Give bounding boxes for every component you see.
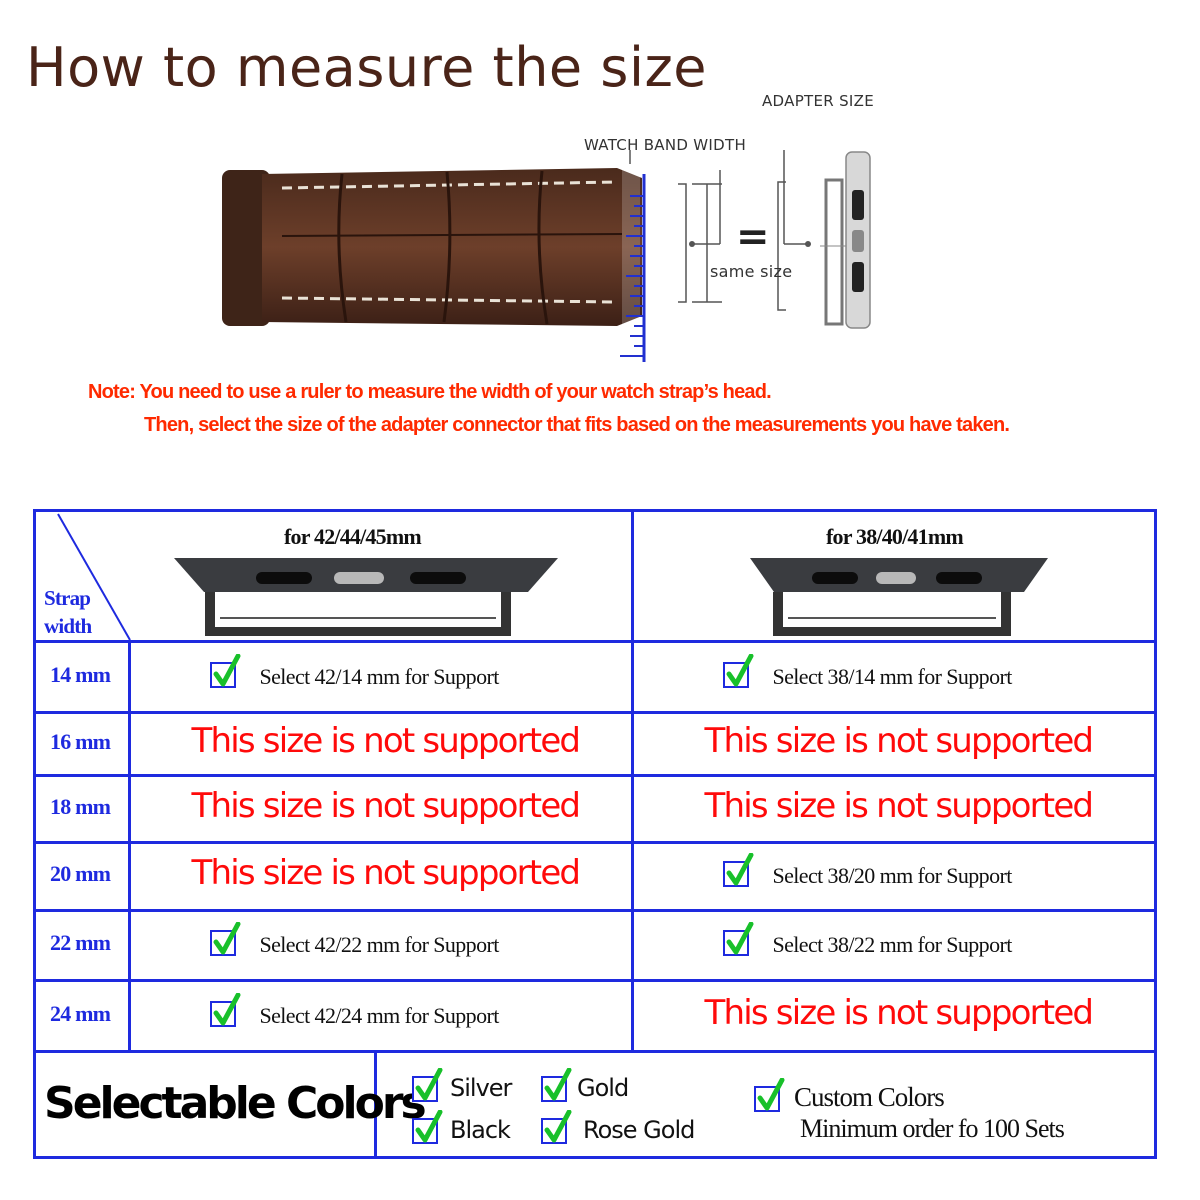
- table-grid-line: [36, 640, 1154, 643]
- table-grid-line: [36, 1050, 1154, 1053]
- checkbox-check-icon: [209, 653, 240, 688]
- table-grid-line: [128, 640, 131, 1050]
- page-title: How to measure the size: [26, 36, 708, 99]
- size-option-label: Select 38/22 mm for Support: [772, 932, 1013, 957]
- corner-label-strap: Strap: [44, 586, 91, 610]
- table-grid-line: [36, 774, 1154, 777]
- table-grid-line: [36, 979, 1154, 982]
- size-option-label: Select 42/22 mm for Support: [259, 932, 500, 957]
- adapter-size-label: ADAPTER SIZE: [762, 92, 874, 110]
- column-header-38: for 38/40/41mm: [826, 524, 964, 549]
- adapter-connector-icon: [174, 558, 558, 636]
- row-size-label: 18 mm: [50, 793, 111, 819]
- not-supported-label: This size is not supported: [191, 785, 582, 826]
- checkbox-check-icon: [541, 1068, 572, 1102]
- table-grid-line: [36, 841, 1154, 844]
- not-supported-label: This size is not supported: [191, 720, 582, 761]
- measure-diagram: ADAPTER SIZE WATCH BAND WIDTH = same siz…: [0, 0, 1200, 380]
- measure-brackets: [629, 150, 811, 311]
- checkbox-check-icon: [209, 922, 240, 956]
- checkbox-check-icon: [412, 1068, 443, 1102]
- not-supported-label: This size is not supported: [191, 853, 582, 893]
- ruler-icon: [620, 166, 646, 364]
- band-width-label: WATCH BAND WIDTH: [584, 136, 747, 154]
- adapter-connector-icon: [820, 151, 871, 329]
- note-line-1: Note: You need to use a ruler to measure…: [88, 381, 772, 403]
- custom-colors-note: Minimum order fo 100 Sets: [800, 1114, 1065, 1143]
- color-option-label: Gold: [577, 1074, 629, 1102]
- selectable-colors-heading: Selectable Colors: [44, 1078, 427, 1129]
- custom-colors-label: Custom Colors: [794, 1082, 945, 1112]
- row-size-label: 22 mm: [50, 930, 111, 955]
- row-size-label: 16 mm: [50, 728, 111, 754]
- color-option-label: Black: [450, 1116, 511, 1144]
- size-option-label: Select 38/20 mm for Support: [772, 863, 1013, 888]
- table-grid-line: [374, 1050, 377, 1156]
- checkbox-check-icon: [722, 853, 753, 887]
- checkbox-check-icon: [722, 653, 753, 688]
- checkbox-check-icon: [412, 1110, 443, 1144]
- color-option-label: Silver: [450, 1074, 512, 1102]
- size-option-label: Select 42/24 mm for Support: [259, 1002, 500, 1028]
- corner-label-width: width: [44, 614, 92, 638]
- corner-diagonal: [57, 513, 131, 641]
- leather-strap-icon: [222, 166, 646, 364]
- note-line-2: Then, select the size of the adapter con…: [144, 414, 1010, 436]
- row-size-label: 20 mm: [50, 861, 111, 886]
- size-table: Strap width for 42/44/45mm for 38/40/41m…: [33, 509, 1157, 1159]
- not-supported-label: This size is not supported: [704, 785, 1095, 826]
- checkbox-check-icon: [722, 922, 753, 956]
- adapter-connector-icon: [750, 558, 1048, 636]
- row-size-label: 24 mm: [50, 1000, 111, 1026]
- not-supported-label: This size is not supported: [704, 720, 1095, 761]
- row-size-label: 14 mm: [50, 661, 111, 687]
- checkbox-check-icon: [209, 992, 240, 1027]
- equals-symbol: =: [736, 214, 770, 260]
- column-header-42: for 42/44/45mm: [284, 524, 422, 549]
- checkbox-check-icon: [541, 1110, 572, 1144]
- same-size-label: same size: [710, 262, 793, 281]
- table-grid-line: [36, 711, 1154, 714]
- table-grid-line: [36, 909, 1154, 912]
- table-grid-line: [631, 512, 634, 1050]
- size-option-label: Select 38/14 mm for Support: [772, 663, 1013, 689]
- not-supported-label: This size is not supported: [704, 992, 1095, 1033]
- checkbox-check-icon: [754, 1078, 785, 1112]
- color-option-label: Rose Gold: [583, 1116, 695, 1144]
- size-option-label: Select 42/14 mm for Support: [259, 663, 500, 689]
